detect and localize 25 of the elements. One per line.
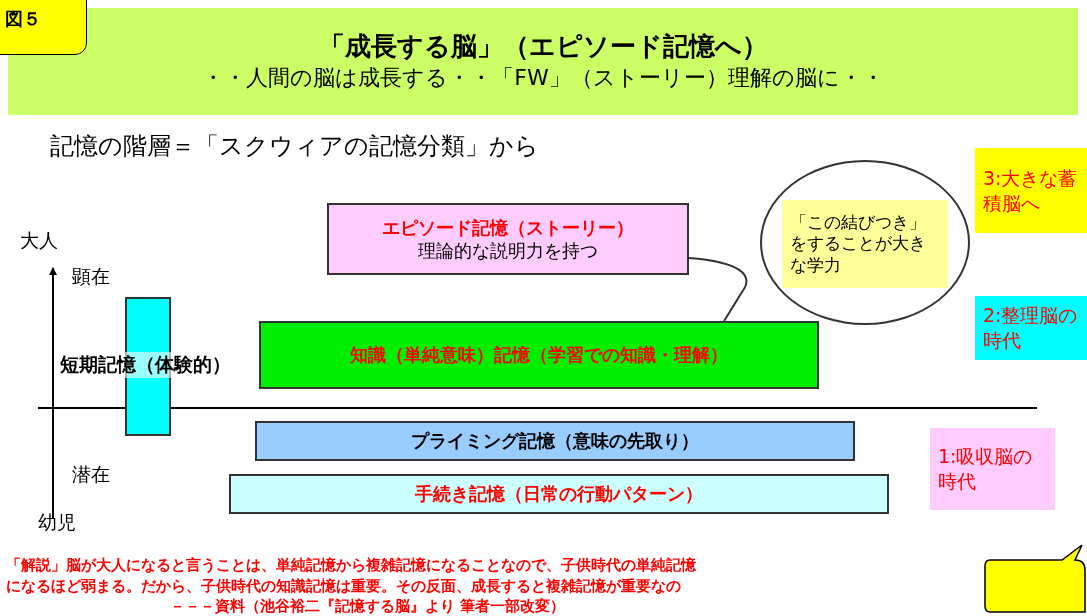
stage-box: 3:大きな蓄積脳へ xyxy=(975,148,1087,233)
speech-callout xyxy=(984,544,1086,613)
note-text: になるほど弱まる。だから、子供時代の知識記憶は重要。その反面、成長すると複雑記憶が重要なの xyxy=(6,577,681,596)
axis-label: 潜在 xyxy=(72,462,110,487)
box-text: 理論的な説明力を持つ xyxy=(418,239,598,263)
axis-label: 顕在 xyxy=(72,264,110,289)
connector-line xyxy=(688,257,748,322)
episode-memory-box xyxy=(327,203,689,275)
note-text: 「解説」脳が大人になると言うことは、単純記憶から複雑記憶になることなので、子供時代の単純記憶 xyxy=(6,556,696,575)
header-band xyxy=(8,8,1078,115)
procedural-memory-box: 手続き記憶（日常の行動パターン） xyxy=(229,474,889,514)
priming-memory-box: プライミング記憶（意味の先取り） xyxy=(255,421,855,461)
stage-box: 1:吸収脳の時代 xyxy=(930,428,1055,510)
figure-number-tag: 図５ xyxy=(0,0,87,55)
axis-label: 大人 xyxy=(20,228,58,253)
subtitle-text: ・・人間の脳は成長する・・「FW」（ストーリー）理解の脳に・・ xyxy=(202,64,884,93)
note-box: 「この結びつき」をすることが大きな学力 xyxy=(782,200,948,288)
knowledge-memory-box: 知識（単純意味）記憶（学習での知識・理解） xyxy=(259,321,819,389)
title-text: 「成長する脳」（エピソード記憶へ） xyxy=(318,30,768,64)
ellipse-outline xyxy=(760,160,970,325)
subheading: 記憶の階層＝「スクウィアの記憶分類」から xyxy=(50,131,539,162)
box-heading: エピソード記憶（ストーリー） xyxy=(382,215,634,239)
axis-label: 幼児 xyxy=(38,510,76,535)
stage-box: 2:整理脳の時代 xyxy=(975,296,1087,360)
source-text: －－－資料（池谷裕二『記憶する脳』より 筆者一部改変） xyxy=(170,597,566,616)
